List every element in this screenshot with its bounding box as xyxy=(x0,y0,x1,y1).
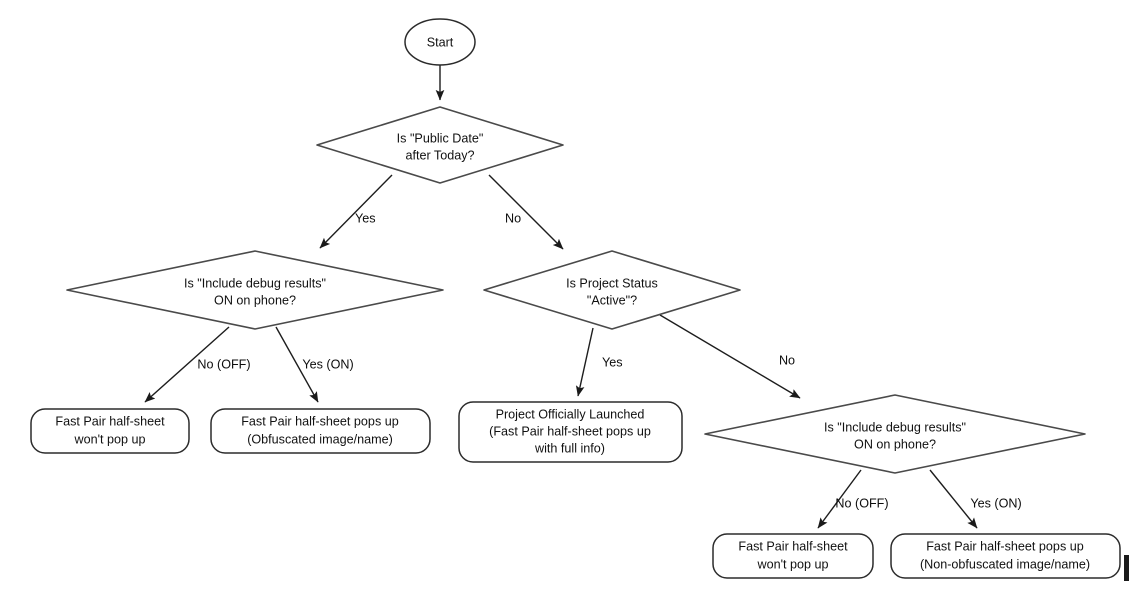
project-status-label-line1: Is Project Status xyxy=(566,276,658,290)
result-left-off-line2: won't pop up xyxy=(73,432,145,446)
debug-right-label-line2: ON on phone? xyxy=(854,437,936,451)
edge-label-public-date-no: No xyxy=(505,211,521,225)
edges-layer xyxy=(144,65,978,529)
edge-label-project-status-no: No xyxy=(779,353,795,367)
node-result-right-on[interactable]: Fast Pair half-sheet pops up (Non-obfusc… xyxy=(890,533,1121,579)
result-launched-shape xyxy=(458,401,683,463)
node-decision-project-status[interactable]: Is Project Status "Active"? xyxy=(483,250,741,330)
edge-labels-layer: Yes No No (OFF) Yes (ON) Yes No No (OFF)… xyxy=(197,211,1021,510)
edge-label-debug-left-no: No (OFF) xyxy=(197,357,250,371)
debug-left-diamond-shape xyxy=(66,250,444,330)
result-left-on-shape xyxy=(210,408,431,454)
result-launched-line1: Project Officially Launched xyxy=(496,407,645,421)
node-decision-debug-left[interactable]: Is "Include debug results" ON on phone? xyxy=(66,250,444,330)
result-right-on-shape xyxy=(890,533,1121,579)
node-start[interactable]: Start xyxy=(404,18,476,66)
node-result-left-off[interactable]: Fast Pair half-sheet won't pop up xyxy=(30,408,190,454)
debug-left-label-line2: ON on phone? xyxy=(214,293,296,307)
edge-label-public-date-yes: Yes xyxy=(355,211,376,225)
edge-debug-left-yes xyxy=(275,326,319,403)
node-result-left-on[interactable]: Fast Pair half-sheet pops up (Obfuscated… xyxy=(210,408,431,454)
debug-left-label-line1: Is "Include debug results" xyxy=(184,276,326,290)
result-launched-line3: with full info) xyxy=(534,441,605,455)
edge-public-date-no xyxy=(488,174,564,250)
edge-debug-right-no xyxy=(817,469,862,529)
project-status-label-line2: "Active"? xyxy=(587,293,637,307)
result-right-on-line2: (Non-obfuscated image/name) xyxy=(920,557,1090,571)
node-decision-public-date[interactable]: Is "Public Date" after Today? xyxy=(316,106,564,184)
result-launched-line2: (Fast Pair half-sheet pops up xyxy=(489,424,651,438)
result-right-off-shape xyxy=(712,533,874,579)
public-date-diamond-shape xyxy=(316,106,564,184)
node-result-launched[interactable]: Project Officially Launched (Fast Pair h… xyxy=(458,401,683,463)
public-date-label-line2: after Today? xyxy=(405,148,474,162)
project-status-diamond-shape xyxy=(483,250,741,330)
debug-right-label-line1: Is "Include debug results" xyxy=(824,420,966,434)
public-date-label-line1: Is "Public Date" xyxy=(397,131,484,145)
edge-label-debug-right-no: No (OFF) xyxy=(835,496,888,510)
debug-right-diamond-shape xyxy=(704,394,1086,474)
result-right-on-line1: Fast Pair half-sheet pops up xyxy=(926,539,1084,553)
edge-debug-left-no xyxy=(144,326,230,403)
start-ellipse-shape xyxy=(404,18,476,66)
result-left-off-line1: Fast Pair half-sheet xyxy=(55,414,165,428)
edge-label-project-status-yes: Yes xyxy=(602,355,623,369)
node-result-right-off[interactable]: Fast Pair half-sheet won't pop up xyxy=(712,533,874,579)
edge-debug-right-yes xyxy=(929,469,978,529)
edge-project-status-yes xyxy=(575,327,594,397)
node-decision-debug-right[interactable]: Is "Include debug results" ON on phone? xyxy=(704,394,1086,474)
result-right-off-line2: won't pop up xyxy=(756,557,828,571)
start-label: Start xyxy=(427,35,454,49)
edge-label-debug-right-yes: Yes (ON) xyxy=(970,496,1021,510)
result-right-off-line1: Fast Pair half-sheet xyxy=(738,539,848,553)
edge-public-date-yes xyxy=(319,174,393,249)
edge-artifact-mark xyxy=(1124,555,1129,581)
result-left-on-line1: Fast Pair half-sheet pops up xyxy=(241,414,399,428)
edge-label-debug-left-yes: Yes (ON) xyxy=(302,357,353,371)
result-left-on-line2: (Obfuscated image/name) xyxy=(247,432,393,446)
result-left-off-shape xyxy=(30,408,190,454)
edge-project-status-no xyxy=(659,314,801,399)
